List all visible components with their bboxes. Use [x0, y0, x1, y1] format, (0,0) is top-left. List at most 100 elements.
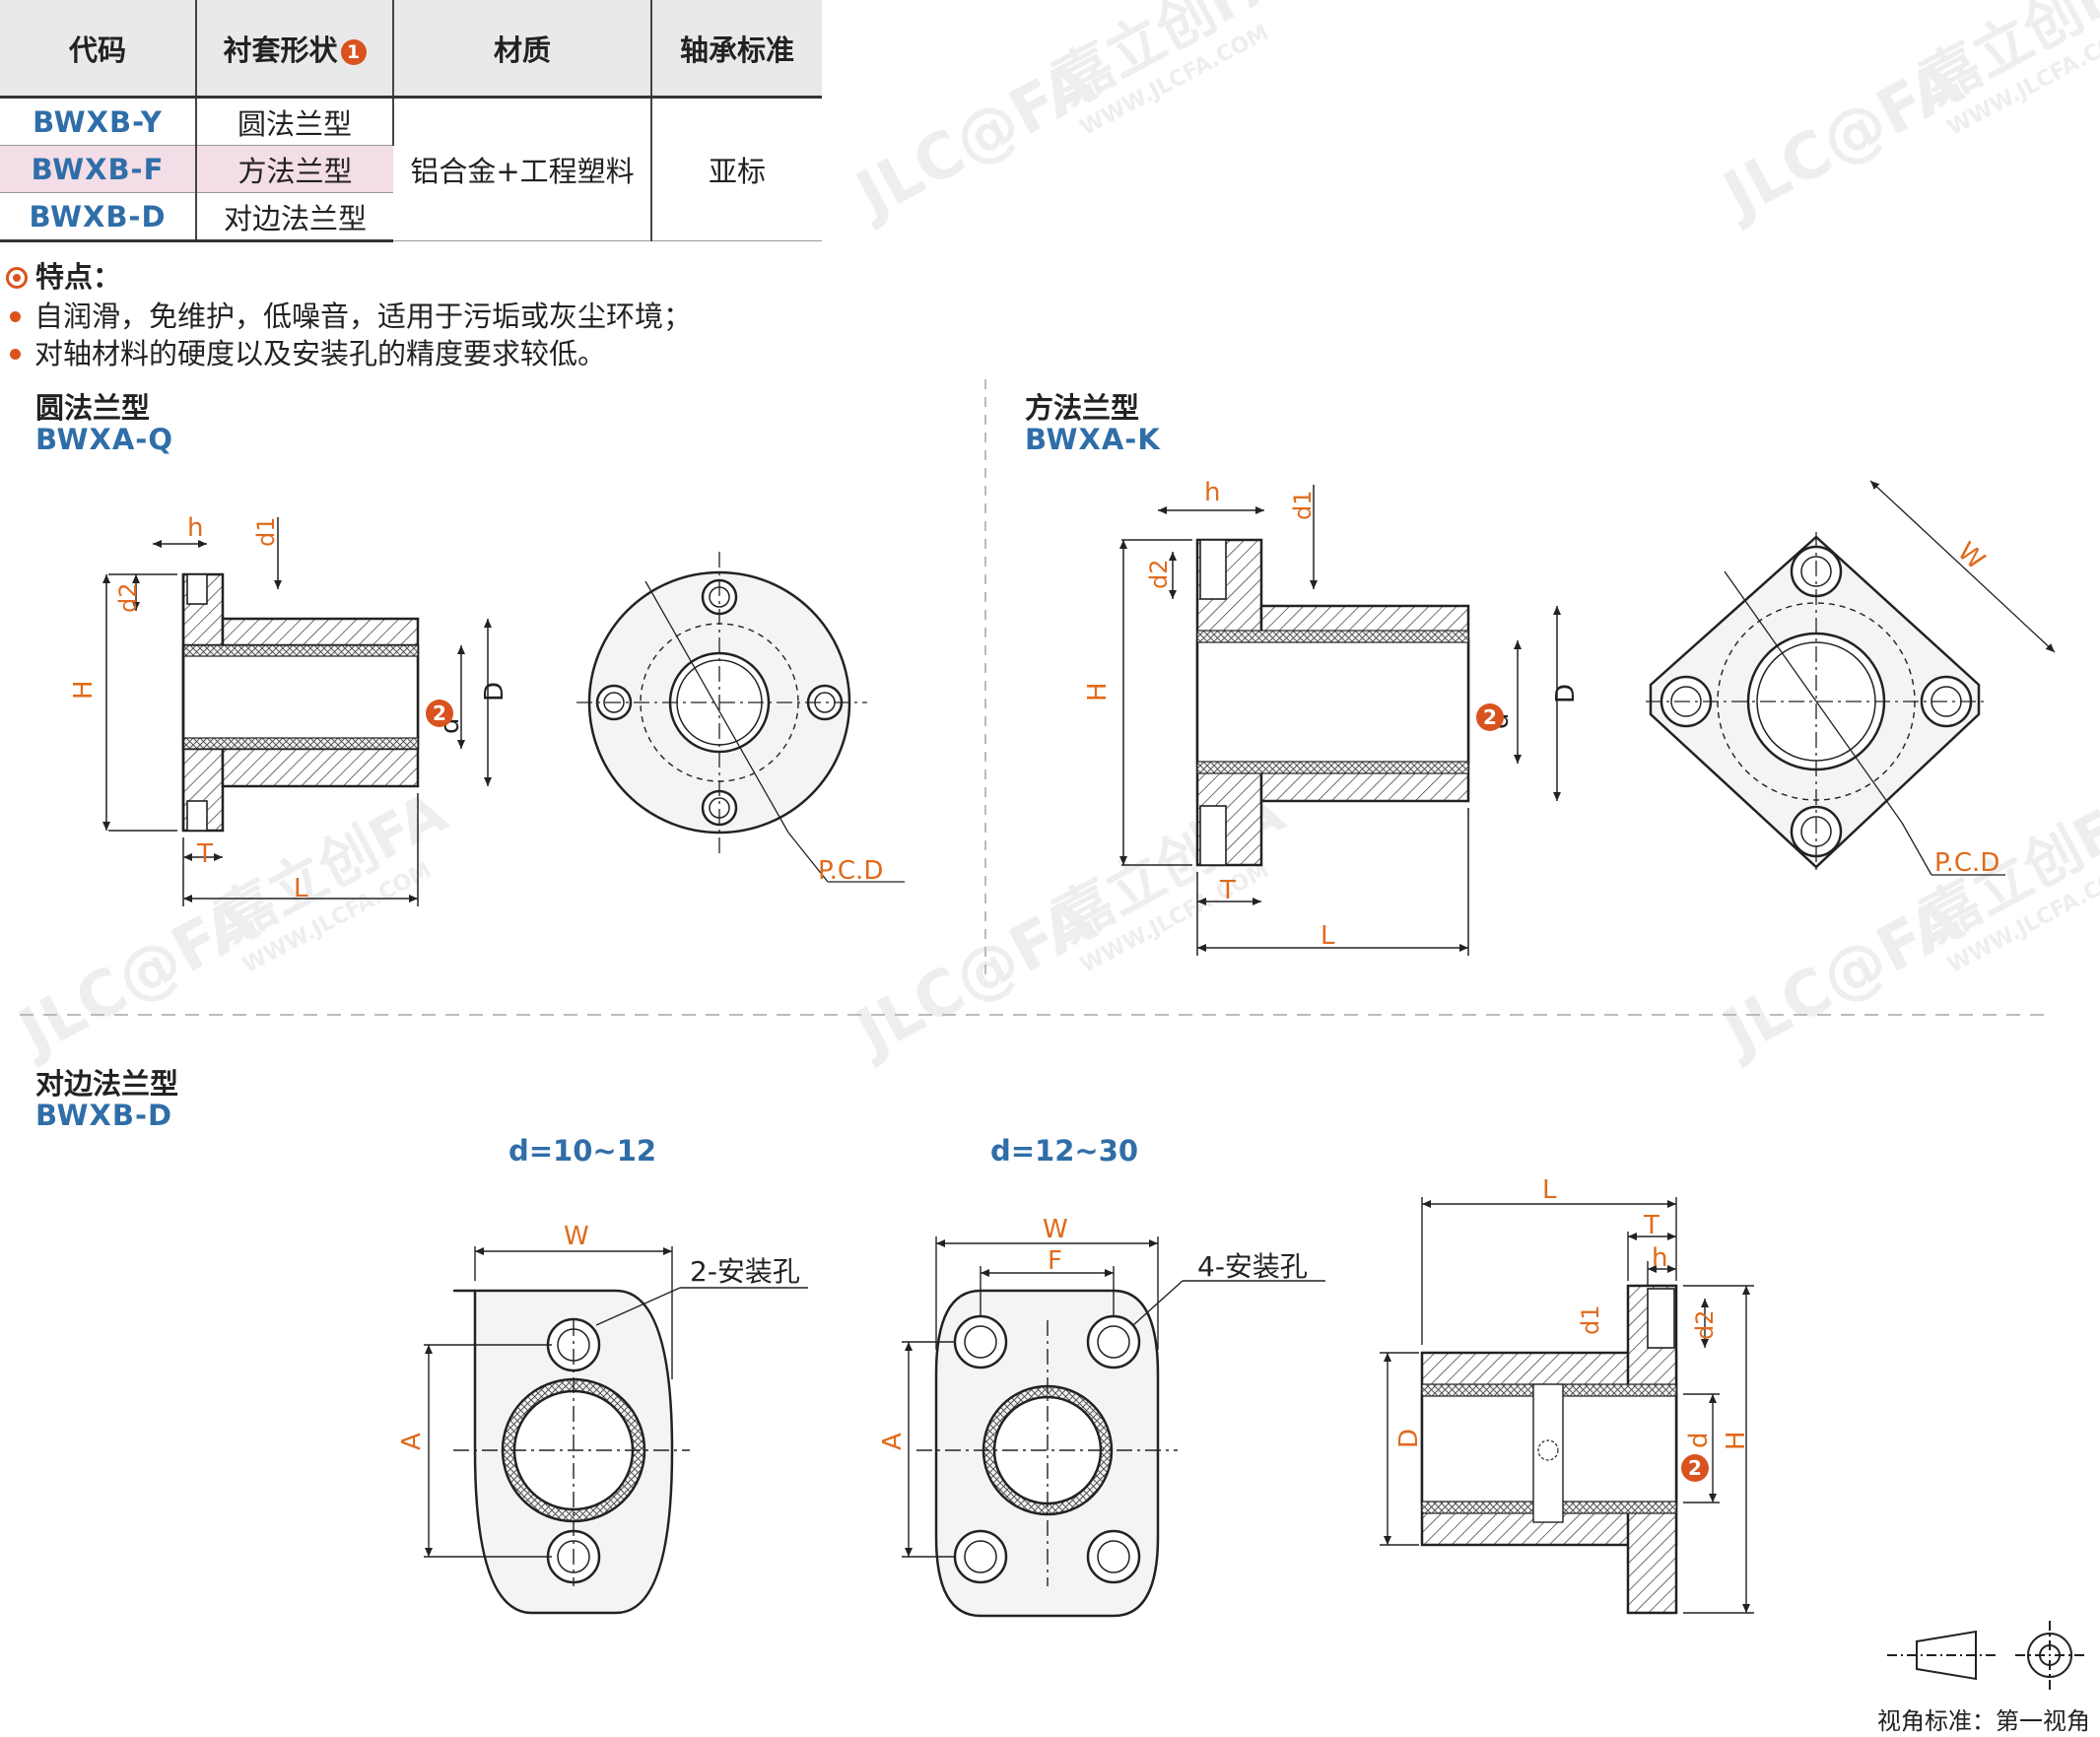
- features-title-text: 特点：: [35, 260, 122, 294]
- feature-text: 自润滑，免维护，低噪音，适用于污垢或灰尘环境；: [34, 300, 693, 333]
- round-flange-side-view: [181, 572, 420, 833]
- dim-H: H: [69, 680, 99, 700]
- dim-D: D: [1551, 684, 1581, 703]
- flat-flange-large: [934, 1289, 1160, 1618]
- row-code: BWXB-Y: [0, 97, 197, 146]
- dim-L: L: [294, 874, 308, 903]
- header-standard: 轴承标准: [651, 0, 822, 99]
- dim-W: W: [564, 1222, 589, 1251]
- header-material: 材质: [393, 0, 652, 99]
- dimension-labels: h H T L P.C.D h H T L W P.C.D W A W F A …: [69, 478, 1999, 1450]
- dim-pcd: P.C.D: [818, 856, 883, 886]
- material-cell: 铝合金+工程塑料: [393, 97, 652, 241]
- dim-d1: d1: [1289, 490, 1317, 520]
- flat-flange-side-view: [1420, 1284, 1678, 1615]
- svg-text:d2: d2: [114, 582, 142, 613]
- row-code: BWXB-D: [0, 192, 197, 242]
- square-side-dimensions: [1119, 485, 1561, 956]
- row-code: BWXB-F: [0, 145, 197, 193]
- flat-small-dimensions: [424, 1246, 808, 1586]
- watermark-brand: 嘉立创FA: [1044, 0, 1294, 116]
- section-title-round: 圆法兰型: [35, 391, 151, 425]
- square-flange-front-view: [1649, 535, 1981, 869]
- svg-text:d1: d1: [1289, 490, 1317, 520]
- dim-T: T: [1219, 876, 1236, 905]
- dim-W: W: [1951, 537, 1990, 576]
- feature-item: 自润滑，免维护，低噪音，适用于污垢或灰尘环境；: [6, 294, 692, 335]
- standard-cell: 亚标: [651, 97, 822, 241]
- flat-large-dimensions: [902, 1236, 1325, 1586]
- badge-number: 2: [1483, 705, 1497, 729]
- round-side-dimensions: [102, 517, 492, 906]
- features-title: 特点：: [6, 254, 121, 296]
- svg-text:d2: d2: [1691, 1309, 1719, 1340]
- dim-d1: d1: [1577, 1304, 1604, 1335]
- svg-text:D: D: [1394, 1429, 1424, 1448]
- dim-A: A: [397, 1433, 427, 1450]
- d-badges: 2 2 2: [426, 700, 1709, 1482]
- dim-L: L: [1542, 1175, 1557, 1205]
- dim-T: T: [1643, 1211, 1660, 1240]
- dim-h: h: [1204, 478, 1220, 507]
- svg-text:d1: d1: [1577, 1304, 1604, 1335]
- dim-d2: d2: [114, 582, 142, 613]
- dim-h: h: [1652, 1243, 1667, 1273]
- square-flange-side-view: [1195, 538, 1470, 867]
- label-holes4: 4-安装孔: [1197, 1250, 1308, 1283]
- section-code-round: BWXA-Q: [35, 423, 173, 456]
- dim-D: D: [480, 682, 509, 701]
- svg-text:D: D: [480, 682, 509, 701]
- section-code-flat: BWXB-D: [35, 1099, 173, 1132]
- dim-pcd: P.C.D: [1934, 848, 1999, 878]
- dim-F: F: [1048, 1246, 1062, 1276]
- dim-H: H: [1722, 1431, 1751, 1450]
- table-row: BWXB-F 方法兰型: [0, 145, 822, 193]
- variant-large-label: d=12~30: [990, 1134, 1139, 1168]
- hole-labels: 2-安装孔 4-安装孔: [690, 1250, 1308, 1288]
- variant-small-label: d=10~12: [508, 1134, 657, 1168]
- section-title-flat: 对边法兰型: [35, 1067, 179, 1101]
- row-shape: 圆法兰型: [196, 97, 394, 146]
- dim-d1: d1: [252, 516, 280, 547]
- table-row: BWXB-Y 圆法兰型 铝合金+工程塑料 亚标: [0, 97, 822, 241]
- header-code: 代码: [0, 0, 197, 99]
- section-title-square: 方法兰型: [1025, 391, 1140, 425]
- feature-text: 对轴材料的硬度以及安装孔的精度要求较低。: [34, 337, 607, 370]
- dim-L: L: [1321, 921, 1335, 951]
- bullet-icon: [10, 311, 21, 322]
- dim-W: W: [1043, 1215, 1068, 1244]
- flat-flange-small: [452, 1289, 674, 1615]
- label-holes2: 2-安装孔: [690, 1255, 800, 1288]
- target-icon: [6, 267, 28, 289]
- svg-text:d2: d2: [1145, 559, 1173, 589]
- dimension-labels-sub: d1 d2 d1 d2 d1 d2: [114, 490, 1719, 1340]
- section-code-square: BWXA-K: [1025, 423, 1161, 456]
- dim-D: D: [1394, 1429, 1424, 1448]
- round-front-centerlines: [576, 552, 905, 883]
- square-front-dimensions: [1646, 480, 2056, 876]
- dim-h: h: [187, 513, 203, 543]
- badge-number: 2: [1688, 1456, 1702, 1480]
- row-shape: 方法兰型: [196, 145, 393, 193]
- D-h7-labels: D d D d D d: [436, 682, 1714, 1448]
- watermark: JLC@FA 嘉立创FA WWW.JLCFA.COM JLC@FA 嘉立创FA …: [4, 0, 2100, 1071]
- header-shape-label: 衬套形状: [223, 33, 338, 67]
- dim-H: H: [1083, 682, 1113, 701]
- dim-A: A: [878, 1433, 908, 1450]
- svg-text:d: d: [1684, 1432, 1714, 1448]
- first-angle-projection-icon: [1887, 1621, 2087, 1690]
- feature-item: 对轴材料的硬度以及安装孔的精度要求较低。: [6, 331, 606, 372]
- dim-T: T: [196, 839, 213, 869]
- projection-standard-note: 视角标准：第一视角: [1877, 1707, 2090, 1735]
- badge-number: 2: [433, 701, 446, 725]
- shape-badge: 1: [340, 38, 367, 65]
- bullet-icon: [10, 349, 21, 360]
- svg-text:D: D: [1551, 684, 1581, 703]
- table-row: BWXB-D 对边法兰型: [0, 192, 822, 242]
- flat-side-dimensions: [1380, 1197, 1754, 1614]
- svg-text:d1: d1: [252, 516, 280, 547]
- dim-d2: d2: [1691, 1309, 1719, 1340]
